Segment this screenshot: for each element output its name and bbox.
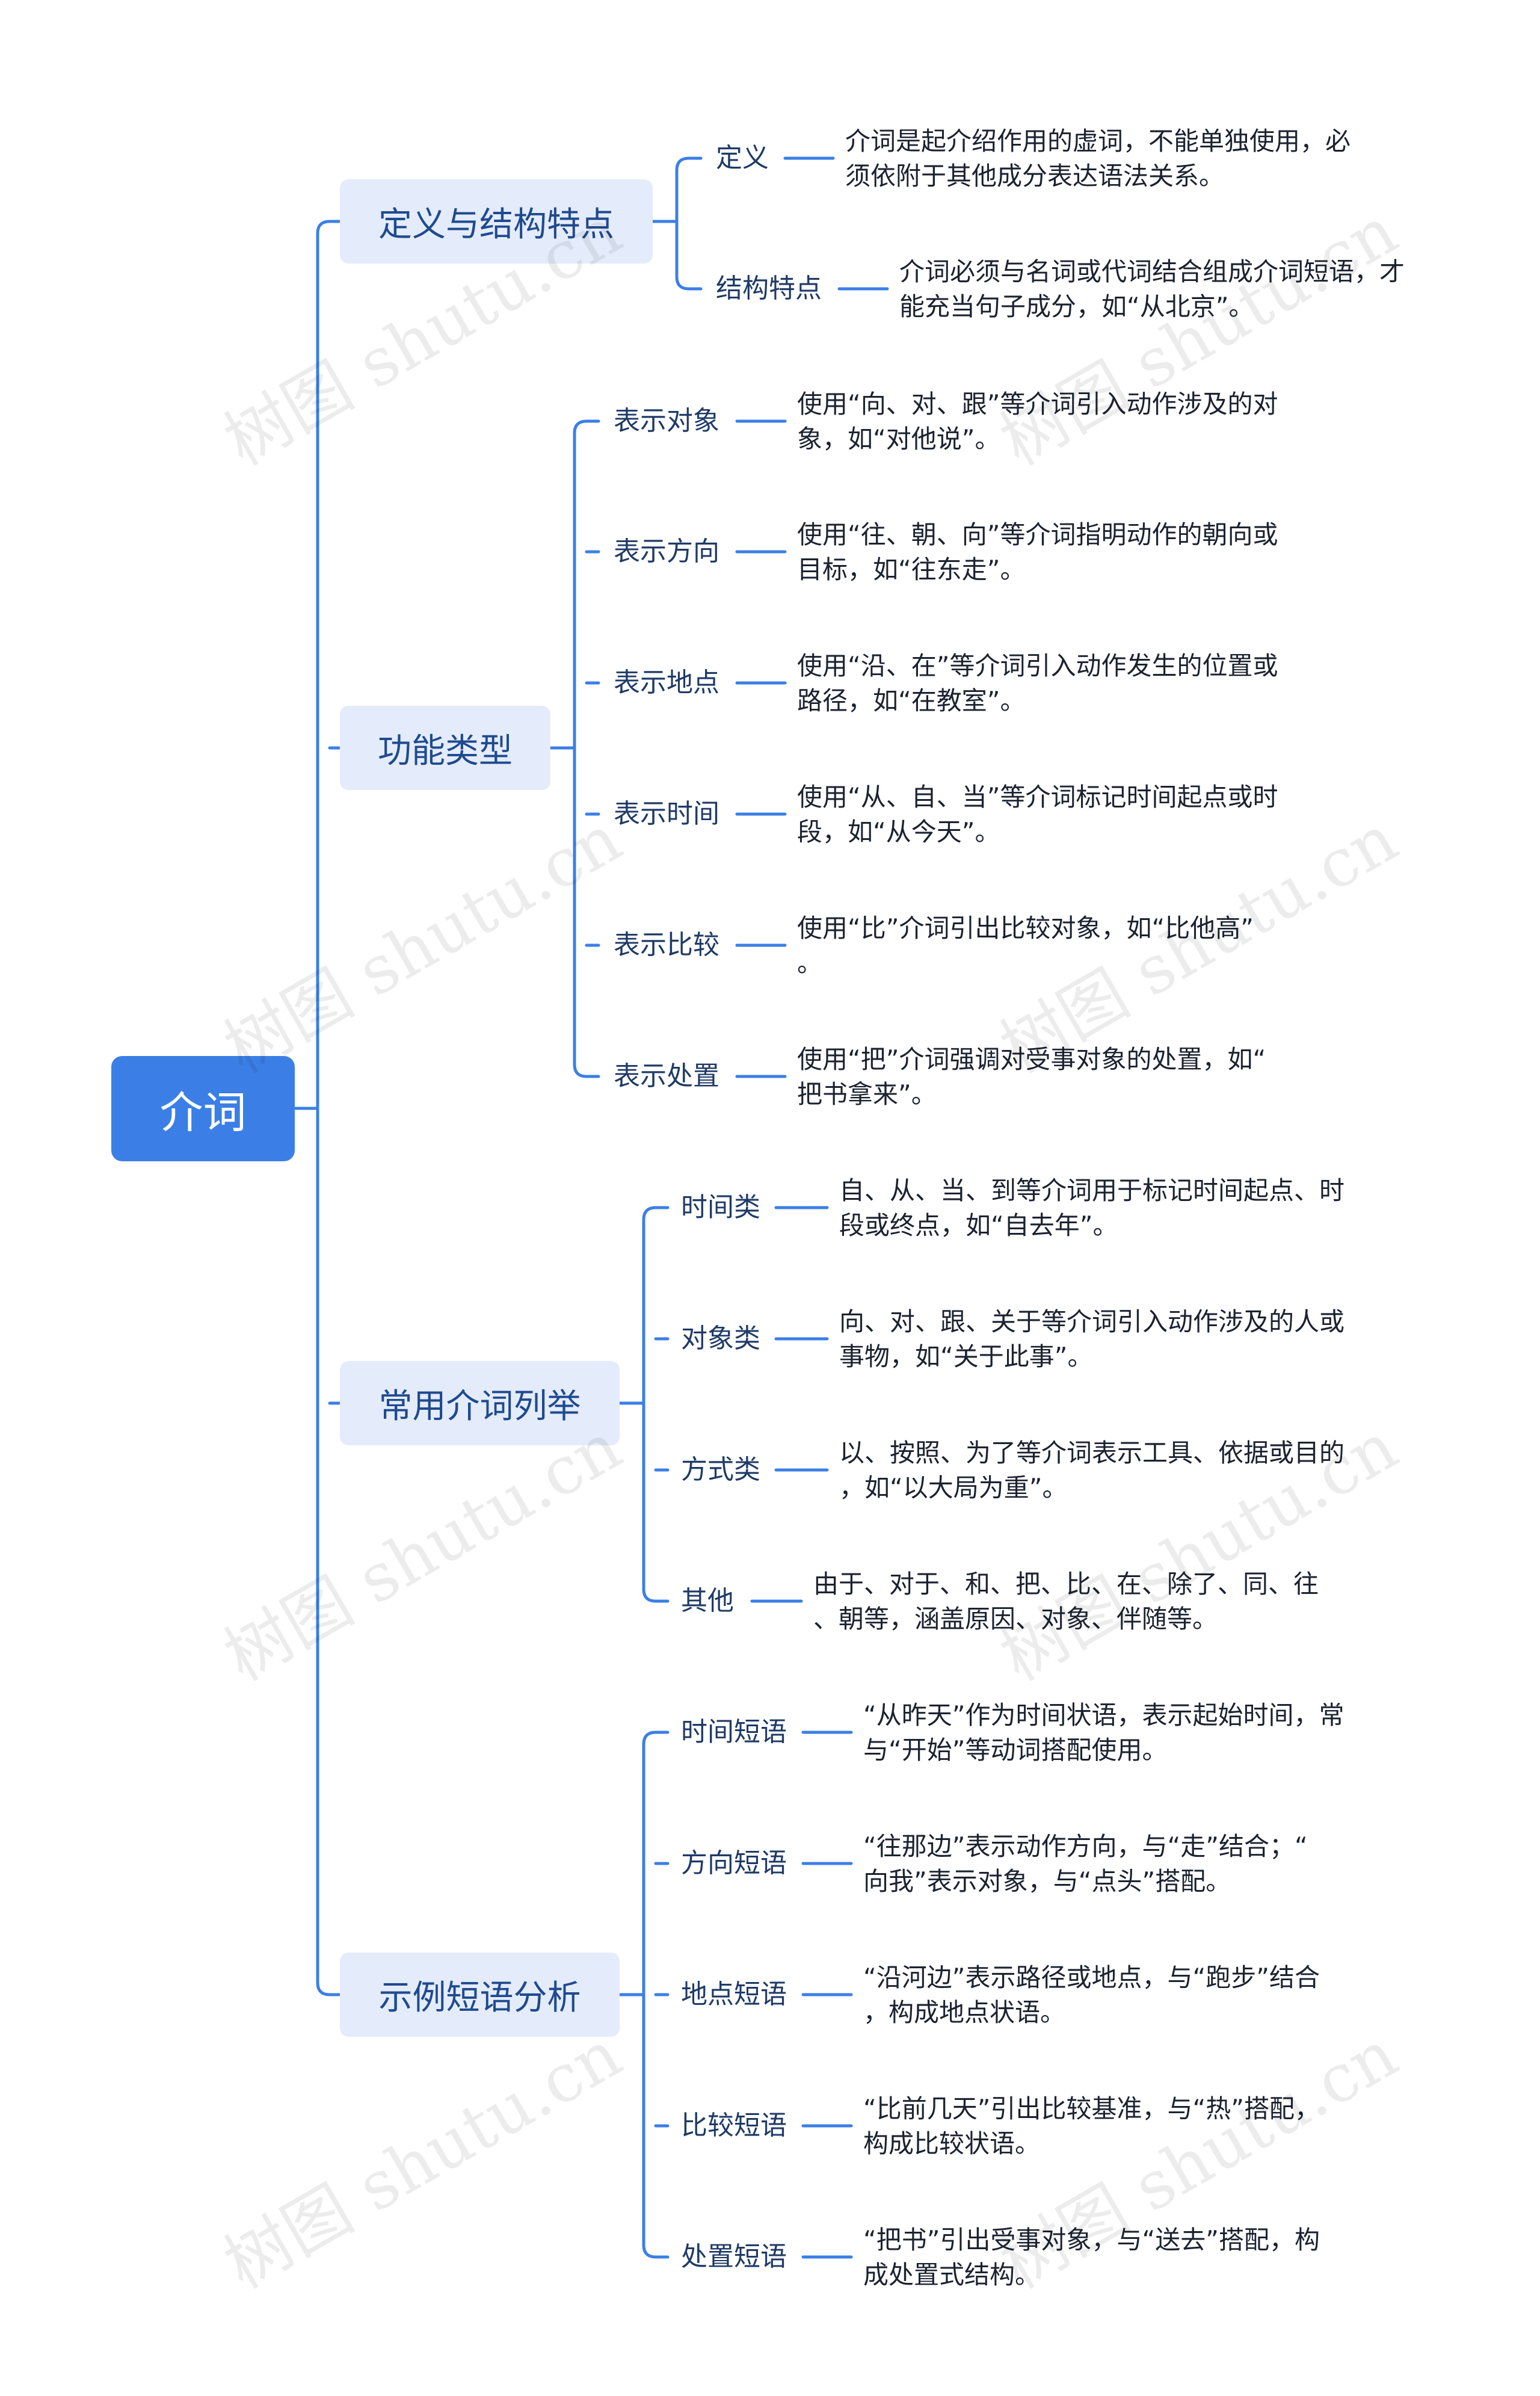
sub-manner-class[interactable]: 方式类 <box>681 1454 760 1485</box>
sub-other-class[interactable]: 其他 <box>681 1585 734 1616</box>
sub-disposal-phrase[interactable]: 处置短语 <box>681 2241 787 2272</box>
sub-comparison-phrase[interactable]: 比较短语 <box>681 2110 787 2141</box>
sub-comparison[interactable]: 表示比较 <box>614 930 719 960</box>
sub-direction-phrase[interactable]: 方向短语 <box>681 1848 787 1879</box>
leaf-time: 使用“从、自、当”等介词标记时间起点或时段，如“从今天”。 <box>797 782 1278 847</box>
sub-disposal[interactable]: 表示处置 <box>614 1061 719 1091</box>
leaf-object: 使用“向、对、跟”等介词引入动作涉及的对象，如“对他说”。 <box>797 389 1278 454</box>
leaf-object-class: 向、对、跟、关于等介词引入动作涉及的人或事物，如“关于此事”。 <box>839 1307 1345 1371</box>
main-bracket <box>316 220 331 1996</box>
leaf-location-phrase: “沿河边”表示路径或地点，与“跑步”结合，构成地点状语。 <box>863 1963 1320 2027</box>
sub-time[interactable]: 表示时间 <box>614 798 719 829</box>
leaf-location: 使用“沿、在”等介词引入动作发生的位置或路径，如“在教室”。 <box>797 651 1278 715</box>
leaf-time-phrase: “从昨天”作为时间状语，表示起始时间，常与“开始”等动词搭配使用。 <box>863 1700 1344 1765</box>
sub-definition[interactable]: 定义 <box>716 143 769 173</box>
branch-0-bracket <box>675 156 691 291</box>
leaf-manner-class: 以、按照、为了等介词表示工具、依据或目的，如“以大局为重”。 <box>839 1438 1345 1502</box>
sub-object-class[interactable]: 对象类 <box>681 1323 760 1354</box>
sub-direction[interactable]: 表示方向 <box>614 536 719 567</box>
sub-location-phrase[interactable]: 地点短语 <box>681 1979 787 2010</box>
sub-time-class[interactable]: 时间类 <box>681 1192 760 1223</box>
root-node[interactable]: 介词 <box>111 1056 295 1161</box>
sub-object[interactable]: 表示对象 <box>614 406 719 436</box>
sub-structure-features[interactable]: 结构特点 <box>716 273 822 304</box>
leaf-comparison-phrase: “比前几天”引出比较基准，与“热”搭配，构成比较状语。 <box>863 2094 1320 2158</box>
sub-time-phrase[interactable]: 时间短语 <box>681 1717 787 1747</box>
branch-example-phrases[interactable]: 示例短语分析 <box>340 1953 620 2037</box>
leaf-disposal-phrase: “把书”引出受事对象，与“送去”搭配，构成处置式结构。 <box>863 2225 1320 2289</box>
branch-common-prepositions[interactable]: 常用介词列举 <box>340 1361 620 1445</box>
branch-1-bracket <box>573 419 588 1078</box>
leaf-disposal: 使用“把”介词强调对受事对象的处置，如“把书拿来”。 <box>797 1045 1266 1109</box>
leaf-direction: 使用“往、朝、向”等介词指明动作的朝向或目标，如“往东走”。 <box>797 520 1278 584</box>
branch-function-types[interactable]: 功能类型 <box>340 706 550 790</box>
branch-definition-structure[interactable]: 定义与结构特点 <box>340 179 653 264</box>
leaf-structure-features: 介词必须与名词或代词结合组成介词短语，才能充当句子成分，如“从北京”。 <box>899 257 1405 321</box>
leaf-time-class: 自、从、当、到等介词用于标记时间起点、时段或终点，如“自去年”。 <box>839 1176 1345 1240</box>
sub-location[interactable]: 表示地点 <box>614 667 719 698</box>
leaf-comparison: 使用“比”介词引出比较对象，如“比他高”。 <box>797 913 1254 978</box>
leaf-other-class: 由于、对于、和、把、比、在、除了、同、往、朝等，涵盖原因、对象、伴随等。 <box>813 1569 1319 1634</box>
leaf-definition: 介词是起介绍作用的虚词，不能单独使用，必须依附于其他成分表达语法关系。 <box>845 126 1351 191</box>
branch-3-bracket <box>642 1731 658 2259</box>
branch-2-bracket <box>642 1206 658 1603</box>
leaf-direction-phrase: “往那边”表示动作方向，与“走”结合；“向我”表示对象，与“点头”搭配。 <box>863 1832 1308 1896</box>
